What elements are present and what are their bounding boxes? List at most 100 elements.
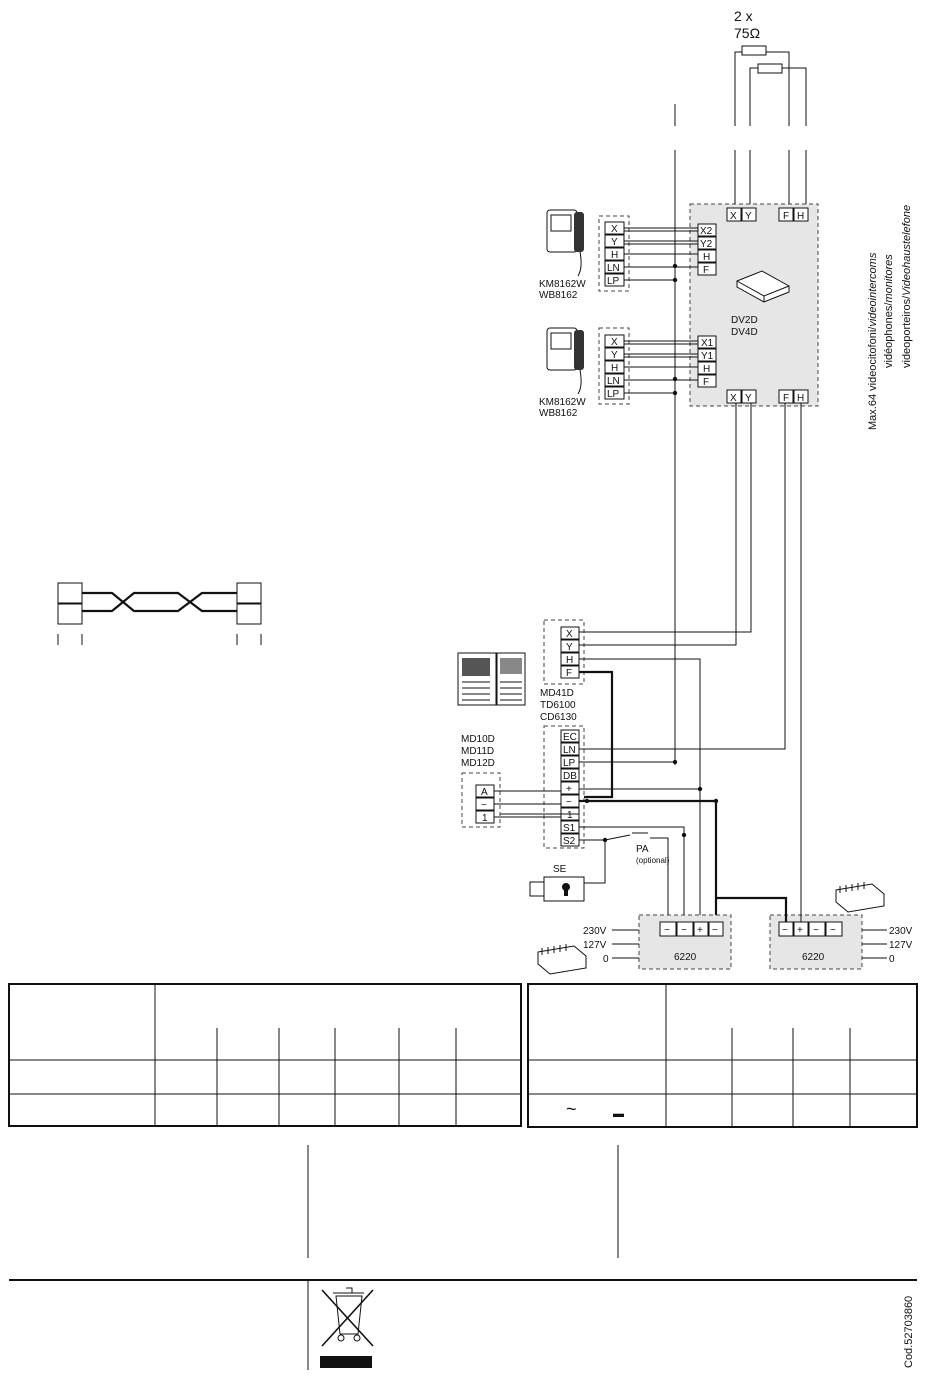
svg-text:H: H [703, 252, 710, 263]
svg-text:DB: DB [563, 771, 577, 782]
push-button-label: PA [636, 844, 649, 855]
capacity-note-fr: vidéophones/monitores [883, 254, 895, 368]
panel-model-3: CD6130 [540, 712, 577, 723]
svg-text:−: − [712, 925, 718, 936]
keypad-model-2: MD11D [461, 746, 494, 757]
psu-right-din-icon [835, 882, 885, 913]
svg-text:X: X [611, 337, 618, 348]
panel-video-block [543, 619, 585, 685]
keypad-terminals: A − 1 [475, 784, 495, 824]
svg-text:Y: Y [611, 237, 618, 248]
svg-text:+: + [697, 925, 703, 936]
monitor-1-terminal-block [598, 215, 630, 292]
svg-text:F: F [703, 265, 709, 276]
left-table [8, 983, 522, 1127]
keypad-block [461, 772, 501, 828]
monitor-2-terminals: X Y H LN LP [604, 334, 625, 400]
twisted-pair-sketch [57, 582, 262, 645]
monitor-1-model-1: KM8162W [539, 279, 586, 290]
weee-bin-icon [320, 1287, 374, 1368]
panel-audio-terminals: EC LN LP DB + − 1 S1 S2 [560, 729, 580, 847]
svg-text:~: ~ [681, 925, 687, 936]
svg-text:1: 1 [567, 810, 573, 821]
distributor-module-icon [736, 270, 790, 303]
monitor-2-terminal-block [598, 327, 630, 405]
psu-right-input-1: 230V [889, 926, 913, 937]
distributor-output-1-terminals: X2 Y2 H F [697, 223, 717, 276]
svg-text:F: F [783, 393, 789, 404]
document-code: Cod.52703860 [903, 1296, 915, 1368]
svg-text:S2: S2 [563, 836, 576, 847]
panel-model-2: TD6100 [540, 700, 576, 711]
monitor-2-model-2: WB8162 [539, 408, 578, 419]
svg-text:+: + [797, 925, 803, 936]
svg-text:A: A [481, 787, 488, 798]
svg-text:S1: S1 [563, 823, 576, 834]
svg-text:X2: X2 [700, 226, 713, 237]
dc-symbol: ▬ [613, 1108, 624, 1120]
svg-text:H: H [703, 364, 710, 375]
svg-text:Max.64 videocitofoni/videoint: Max.64 videocitofoni/videointercoms [867, 252, 879, 430]
svg-text:1: 1 [482, 813, 488, 824]
svg-text:Y: Y [745, 393, 752, 404]
termination-resistors [734, 45, 807, 104]
svg-text:Y: Y [611, 350, 618, 361]
svg-text:Y: Y [566, 642, 573, 653]
lock-label: SE [553, 864, 567, 875]
distributor-output-2-terminals: X1 Y1 H F [697, 335, 717, 388]
svg-text:F: F [783, 211, 789, 222]
svg-text:X1: X1 [701, 338, 714, 349]
resistor-value-label: 75Ω [734, 25, 760, 41]
monitor-2-model-1: KM8162W [539, 397, 586, 408]
monitor-1-model-2: WB8162 [539, 290, 578, 301]
resistor-count-label: 2 x [734, 8, 753, 24]
svg-text:X: X [730, 393, 737, 404]
right-table: ~ ▬ [527, 983, 918, 1128]
svg-text:X: X [566, 629, 573, 640]
svg-text:H: H [797, 211, 804, 222]
ac-symbol: ~ [566, 1099, 577, 1119]
monitor-1-icon [546, 209, 584, 277]
psu-left-din-icon [537, 944, 587, 975]
svg-text:~: ~ [664, 925, 670, 936]
svg-text:F: F [566, 668, 572, 679]
svg-text:LN: LN [607, 376, 620, 387]
svg-text:LN: LN [607, 263, 620, 274]
distributor-top-terminals: X Y F H [726, 207, 809, 222]
svg-text:−: − [566, 797, 572, 808]
lock-icon [529, 876, 585, 902]
psu-right-input-2: 127V [889, 940, 913, 951]
svg-text:X: X [611, 224, 618, 235]
psu-right-terminals: − + ~ ~ [778, 921, 843, 937]
svg-text:−: − [481, 800, 487, 811]
keypad-model-3: MD12D [461, 758, 495, 769]
svg-text:H: H [797, 393, 804, 404]
psu-left-input-3: 0 [603, 954, 609, 965]
psu-right-model: 6220 [802, 952, 825, 963]
svg-text:Y2: Y2 [700, 239, 713, 250]
svg-text:H: H [611, 250, 618, 261]
svg-text:~: ~ [813, 925, 819, 936]
svg-text:EC: EC [563, 732, 577, 743]
svg-text:X: X [730, 211, 737, 222]
distributor-model-2: DV4D [731, 327, 758, 338]
door-panel-icon [457, 652, 526, 706]
keypad-model-1: MD10D [461, 734, 495, 745]
svg-text:H: H [566, 655, 573, 666]
panel-audio-block [543, 725, 585, 849]
svg-text:+: + [566, 784, 572, 795]
svg-text:LN: LN [563, 745, 576, 756]
svg-text:Y: Y [745, 211, 752, 222]
svg-text:Y1: Y1 [701, 351, 714, 362]
svg-text:~: ~ [830, 925, 836, 936]
psu-left-model: 6220 [674, 952, 697, 963]
psu-left-input-1: 230V [583, 926, 607, 937]
distributor-model-1: DV2D [731, 315, 758, 326]
svg-text:H: H [611, 363, 618, 374]
svg-text:LP: LP [563, 758, 576, 769]
svg-text:vidéophones/monitores: vidéophones/monitores [883, 254, 895, 368]
psu-right-input-3: 0 [889, 954, 895, 965]
monitor-2-icon [546, 327, 584, 395]
panel-model-1: MD41D [540, 688, 574, 699]
